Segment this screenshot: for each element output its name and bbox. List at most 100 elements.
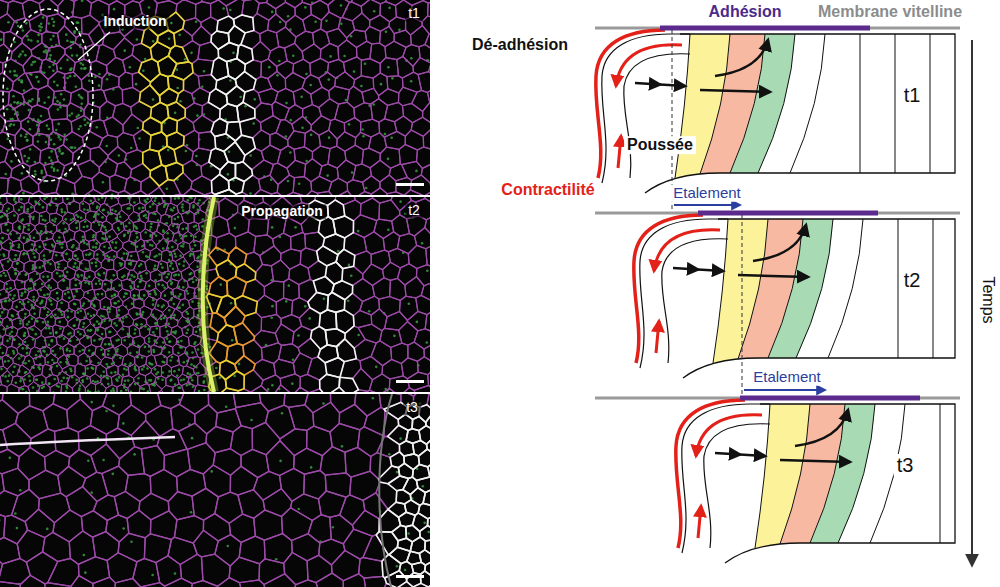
cell-outline xyxy=(272,102,289,121)
green-dot xyxy=(56,365,59,368)
green-dot xyxy=(134,328,137,331)
green-dot xyxy=(270,178,273,181)
green-dot xyxy=(86,209,89,212)
green-dot xyxy=(96,293,99,296)
green-dot xyxy=(148,284,151,287)
green-dot xyxy=(61,243,64,246)
green-dot xyxy=(152,299,155,302)
green-dot xyxy=(113,255,116,258)
green-dot xyxy=(40,170,43,173)
green-dot xyxy=(32,218,35,221)
cell-outline xyxy=(70,88,88,110)
cell-outline xyxy=(403,45,420,67)
green-dot xyxy=(187,328,190,331)
cell-outline xyxy=(184,130,199,151)
green-dot xyxy=(26,139,29,142)
cell-outline xyxy=(345,145,364,165)
green-dot xyxy=(118,229,121,232)
green-dot xyxy=(86,121,89,124)
cell-outline xyxy=(211,31,229,49)
cell-outline xyxy=(168,75,184,93)
green-dot xyxy=(182,242,185,245)
cell-outline xyxy=(63,132,83,154)
green-dot xyxy=(16,262,19,265)
green-dot xyxy=(6,288,9,291)
green-dot xyxy=(17,25,20,28)
green-dot xyxy=(33,236,36,239)
green-dot xyxy=(165,326,168,329)
cell-outline xyxy=(90,147,107,167)
green-dot xyxy=(14,381,17,384)
green-dot xyxy=(88,275,91,278)
green-dot xyxy=(174,218,177,221)
green-dot xyxy=(25,371,28,374)
green-dot xyxy=(27,157,30,160)
green-dot xyxy=(66,271,69,274)
green-dot xyxy=(172,268,175,271)
cell-outline xyxy=(46,46,65,64)
green-dot xyxy=(170,378,173,381)
green-dot xyxy=(181,206,184,209)
green-dot xyxy=(48,344,51,347)
green-dot xyxy=(0,293,1,296)
green-dot xyxy=(101,197,104,199)
green-dot xyxy=(362,135,365,138)
green-dot xyxy=(175,239,178,242)
green-dot xyxy=(18,209,21,212)
green-dot xyxy=(85,254,88,257)
cell-outline xyxy=(371,188,387,195)
cell-outline xyxy=(361,0,380,20)
green-dot xyxy=(77,128,80,131)
green-dot xyxy=(195,155,198,158)
scale-bar xyxy=(396,183,424,186)
green-dot xyxy=(148,340,151,343)
green-dot xyxy=(177,274,180,277)
green-dot xyxy=(166,330,169,333)
green-dot xyxy=(80,102,83,105)
green-dot xyxy=(123,339,126,342)
green-dot xyxy=(53,21,56,24)
green-dot xyxy=(133,276,136,279)
green-dot xyxy=(20,81,23,84)
cell-outline xyxy=(347,30,367,48)
cell-outline xyxy=(215,189,236,195)
cell-outline xyxy=(295,31,314,51)
green-dot xyxy=(50,150,53,153)
green-dot xyxy=(34,161,37,164)
green-dot xyxy=(149,293,152,296)
green-dot xyxy=(196,266,199,269)
green-dot xyxy=(90,262,93,265)
green-dot xyxy=(285,102,288,105)
green-dot xyxy=(103,320,106,323)
green-dot xyxy=(102,209,105,212)
cell-outline xyxy=(22,88,38,107)
green-dot xyxy=(144,346,147,349)
green-dot xyxy=(310,134,313,137)
cell-outline xyxy=(168,46,188,64)
cell-outline xyxy=(312,146,330,166)
cell-outline xyxy=(275,88,295,108)
green-dot xyxy=(289,119,292,122)
green-dot xyxy=(170,262,173,265)
green-dot xyxy=(152,98,155,101)
green-dot xyxy=(25,22,28,25)
green-dot xyxy=(50,303,53,306)
green-dot xyxy=(60,302,63,305)
green-dot xyxy=(27,228,30,231)
cell-outline xyxy=(0,14,14,33)
green-dot xyxy=(42,321,45,324)
green-dot xyxy=(29,100,32,103)
green-dot xyxy=(197,348,200,351)
green-dot xyxy=(170,208,173,211)
green-dot xyxy=(82,326,85,329)
green-dot xyxy=(75,86,78,89)
green-dot xyxy=(12,95,15,98)
green-dot xyxy=(114,210,117,213)
green-dot xyxy=(45,197,48,198)
cell-outline xyxy=(141,28,157,49)
green-dot xyxy=(26,352,29,355)
green-dot xyxy=(107,383,110,386)
green-dot xyxy=(162,304,165,307)
green-dot xyxy=(182,209,185,212)
